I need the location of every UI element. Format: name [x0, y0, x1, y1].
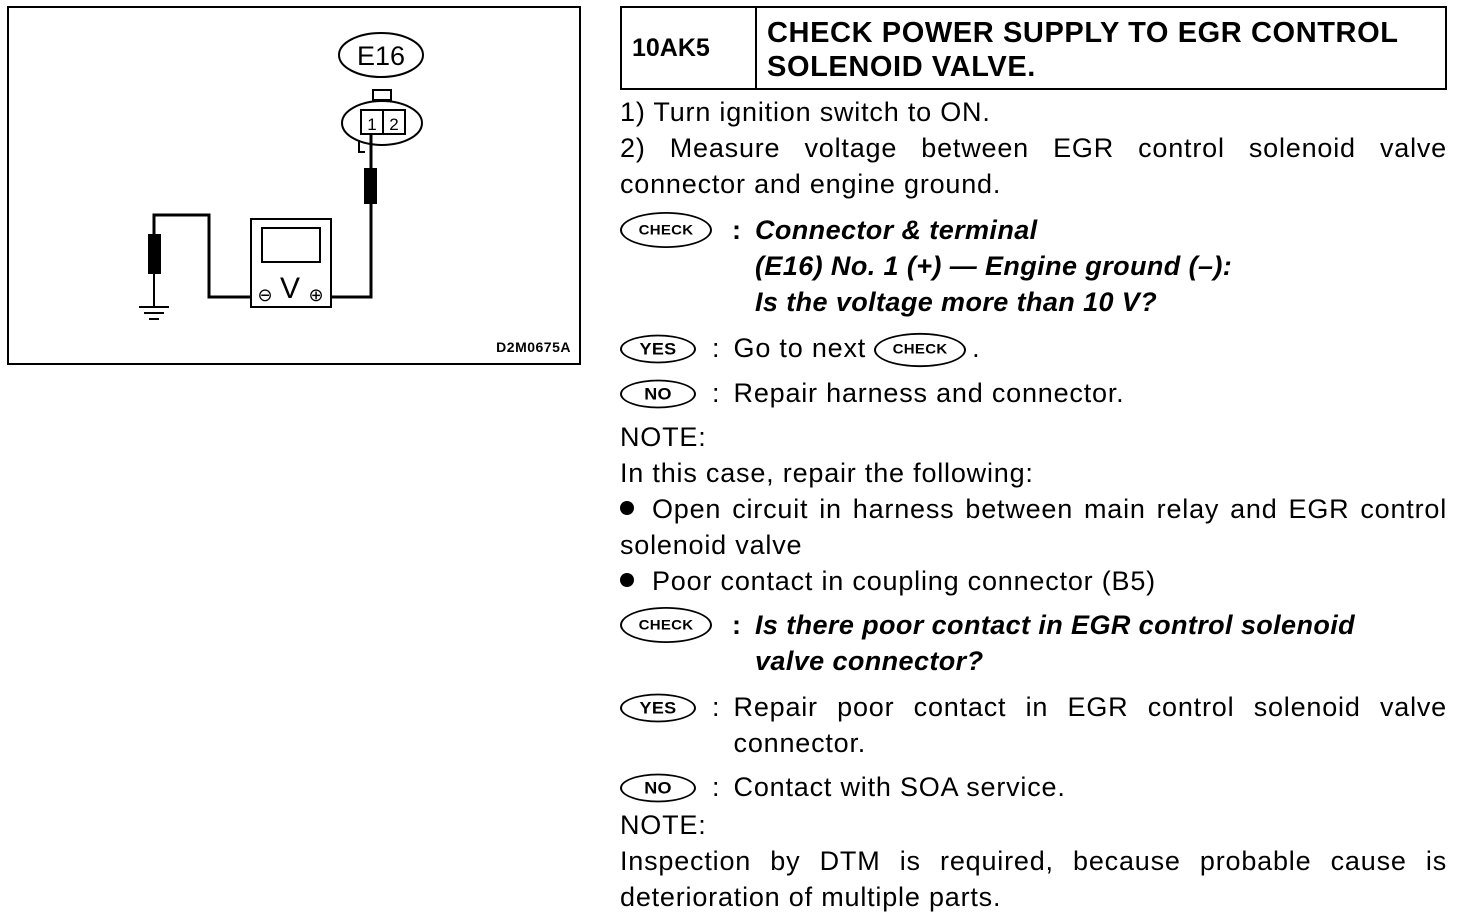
probe-ground-wire	[152, 213, 251, 299]
no-1-row: NO : Repair harness and connector.	[620, 375, 1447, 411]
check-2-line-1: Is there poor contact in EGR control sol…	[755, 609, 1356, 640]
check-badge-icon: CHECK	[620, 606, 712, 643]
connector-tab-icon	[372, 89, 392, 101]
step-title: CHECK POWER SUPPLY TO EGR CONTROL SOLENO…	[757, 8, 1445, 88]
yes-2-colon: :	[712, 691, 720, 722]
no-1-text: Repair harness and connector.	[733, 377, 1125, 408]
step-title-line-1: CHECK POWER SUPPLY TO EGR CONTROL	[767, 17, 1399, 49]
bullet-icon	[620, 500, 634, 515]
check-1-line-2: (E16) No. 1 (+) — Engine ground (–):	[755, 251, 1233, 281]
no-2-colon: :	[712, 771, 720, 802]
instruction-1: 1) Turn ignition switch to ON.	[620, 97, 991, 127]
no-badge-icon: NO	[620, 379, 696, 409]
step-title-line-2: SOLENOID VALVE.	[767, 51, 1036, 83]
yes-2-row: YES : Repair poor contact in EGR control…	[620, 689, 1447, 761]
step-code: 10AK5	[622, 8, 757, 88]
yes-1-suffix: .	[972, 333, 981, 363]
connector-pin-1: 1	[367, 115, 376, 134]
check-1-line-3: Is the voltage more than 10 V?	[755, 287, 1158, 317]
connector-housing-icon	[341, 100, 423, 146]
yes-2-text: Repair poor contact in EGR control solen…	[733, 691, 1447, 758]
check-2-line-2: valve connector?	[755, 645, 984, 676]
procedure-column: 10AK5 CHECK POWER SUPPLY TO EGR CONTROL …	[620, 6, 1447, 912]
connector-label-text: E16	[357, 41, 405, 71]
voltmeter-symbol: V	[280, 272, 300, 305]
check-2-colon: :	[732, 609, 741, 640]
check-1-line-1: Connector & terminal	[755, 215, 1038, 245]
bullet-icon	[620, 572, 634, 587]
yes-badge-icon: YES	[620, 334, 696, 364]
yes-1-colon: :	[712, 333, 720, 363]
voltmeter-icon	[250, 218, 332, 308]
voltmeter-plus-icon: ⊕	[308, 285, 323, 306]
instruction-2: 2) Measure voltage between EGR control s…	[620, 133, 1447, 199]
no-2-text: Contact with SOA service.	[733, 771, 1066, 802]
check-badge-icon: CHECK	[620, 212, 712, 248]
wiring-diagram: E16 1 2 V ⊖ ⊕	[139, 32, 424, 320]
yes-1-prefix: Go to next	[733, 333, 867, 363]
probe-ground-icon	[148, 234, 161, 274]
connector-pin-2: 2	[389, 115, 398, 134]
wiring-diagram-figure: E16 1 2 V ⊖ ⊕	[7, 6, 581, 365]
check-inline-badge-icon: CHECK	[874, 332, 967, 367]
voltmeter-minus-icon: ⊖	[257, 285, 272, 306]
check-1-row: CHECK : Connector & terminal (E16) No. 1…	[620, 212, 1447, 320]
no-badge-icon: NO	[620, 773, 696, 803]
check-1-colon: :	[732, 215, 741, 245]
probe-plus-icon	[364, 168, 377, 204]
connector-label-oval	[338, 32, 424, 78]
voltmeter-display	[261, 227, 321, 263]
note-2-label: NOTE:	[620, 809, 707, 840]
note-1-bullet-2: Poor contact in coupling connector (B5)	[620, 563, 1447, 599]
step-header: 10AK5 CHECK POWER SUPPLY TO EGR CONTROL …	[620, 6, 1447, 90]
note-1-label: NOTE:	[620, 421, 707, 452]
note-1-intro: In this case, repair the following:	[620, 457, 1034, 488]
figure-code: D2M0675A	[496, 339, 571, 355]
note-1-bullet-1: Open circuit in harness between main rel…	[620, 493, 1447, 560]
check-2-text: Is there poor contact in EGR control sol…	[755, 607, 1447, 679]
no-1-colon: :	[712, 377, 720, 408]
no-2-row: NO : Contact with SOA service.	[620, 769, 1447, 805]
ground-symbol-icon	[139, 306, 169, 320]
check-2-row: CHECK : Is there poor contact in EGR con…	[620, 606, 1447, 679]
note-2-text: Inspection by DTM is required, because p…	[620, 845, 1447, 912]
check-1-text: Connector & terminal (E16) No. 1 (+) — E…	[755, 212, 1447, 320]
probe-plus-wire	[331, 204, 373, 299]
yes-badge-icon: YES	[620, 693, 696, 723]
